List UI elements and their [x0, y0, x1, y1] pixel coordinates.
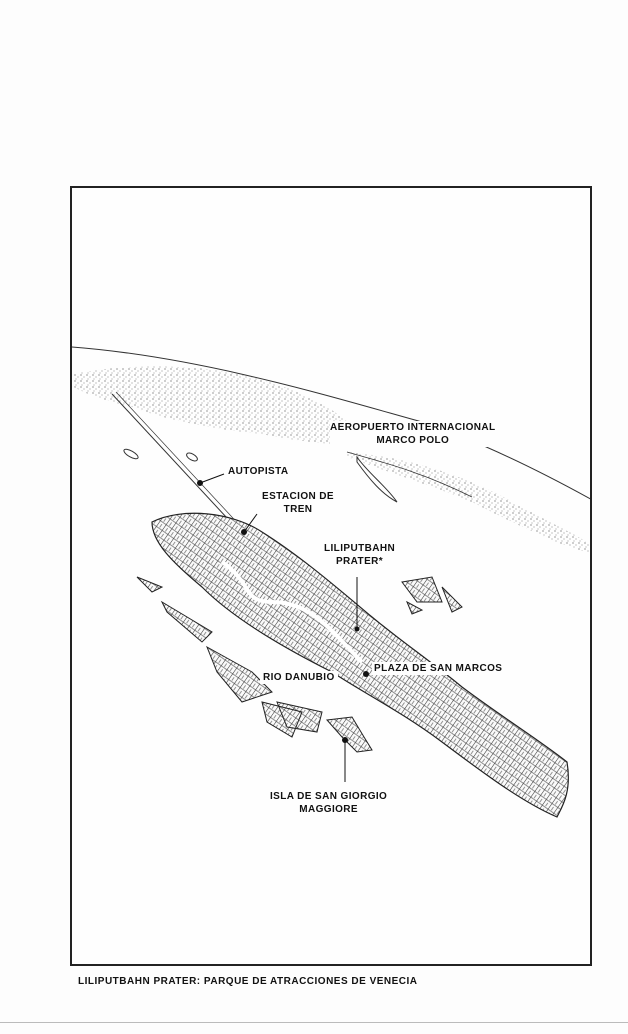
lido-outline	[346, 451, 473, 498]
label-line: MARCO POLO	[376, 435, 450, 446]
leader-line	[199, 473, 225, 484]
label-liliputbahn: LILIPUTBAHN PRATER*	[324, 542, 395, 568]
marker-dot	[342, 737, 348, 743]
label-line: LILIPUTBAHN	[324, 543, 396, 554]
lido-stipple	[347, 452, 590, 554]
marker-dot	[354, 626, 360, 632]
label-line: AEROPUERTO INTERNACIONAL	[330, 422, 496, 433]
leader-line	[243, 513, 258, 533]
label-line: ISLA DE SAN GIORGIO	[270, 791, 388, 802]
giudecca	[136, 576, 323, 738]
label-airport: AEROPUERTO INTERNACIONAL MARCO POLO	[330, 421, 496, 447]
label-line: PRATER*	[335, 556, 384, 567]
marker-dot	[363, 671, 369, 677]
venice-main-island	[151, 512, 569, 818]
label-plaza-san-marcos: PLAZA DE SAN MARCOS	[372, 662, 505, 675]
label-train-station: ESTACION DE TREN	[262, 490, 334, 516]
lagoon-islet	[186, 452, 198, 462]
label-rio-danubio: RIO DANUBIO	[260, 671, 338, 684]
label-san-giorgio: ISLA DE SAN GIORGIO MAGGIORE	[270, 790, 387, 816]
marker-dot	[197, 480, 203, 486]
footnote-caption: LILIPUTBAHN PRATER: PARQUE DE ATRACCIONE…	[78, 976, 418, 987]
map-panel: AEROPUERTO INTERNACIONAL MARCO POLO AUTO…	[70, 186, 592, 966]
east-islands	[401, 576, 463, 615]
small-island	[356, 455, 398, 503]
highway-line	[111, 393, 241, 533]
san-giorgio-island	[325, 716, 373, 753]
page-edge-line	[0, 1022, 628, 1023]
grand-canal	[220, 560, 364, 664]
label-highway: AUTOPISTA	[228, 466, 289, 477]
venice-map-illustration	[72, 346, 590, 818]
lagoon-islet	[123, 448, 139, 460]
highway-line	[115, 391, 245, 531]
label-line: TREN	[283, 504, 313, 515]
marker-dot	[241, 529, 247, 535]
label-line: ESTACION DE	[262, 491, 334, 502]
coastline	[72, 346, 590, 500]
label-line: MAGGIORE	[299, 804, 358, 815]
mainland-stipple	[74, 366, 367, 445]
